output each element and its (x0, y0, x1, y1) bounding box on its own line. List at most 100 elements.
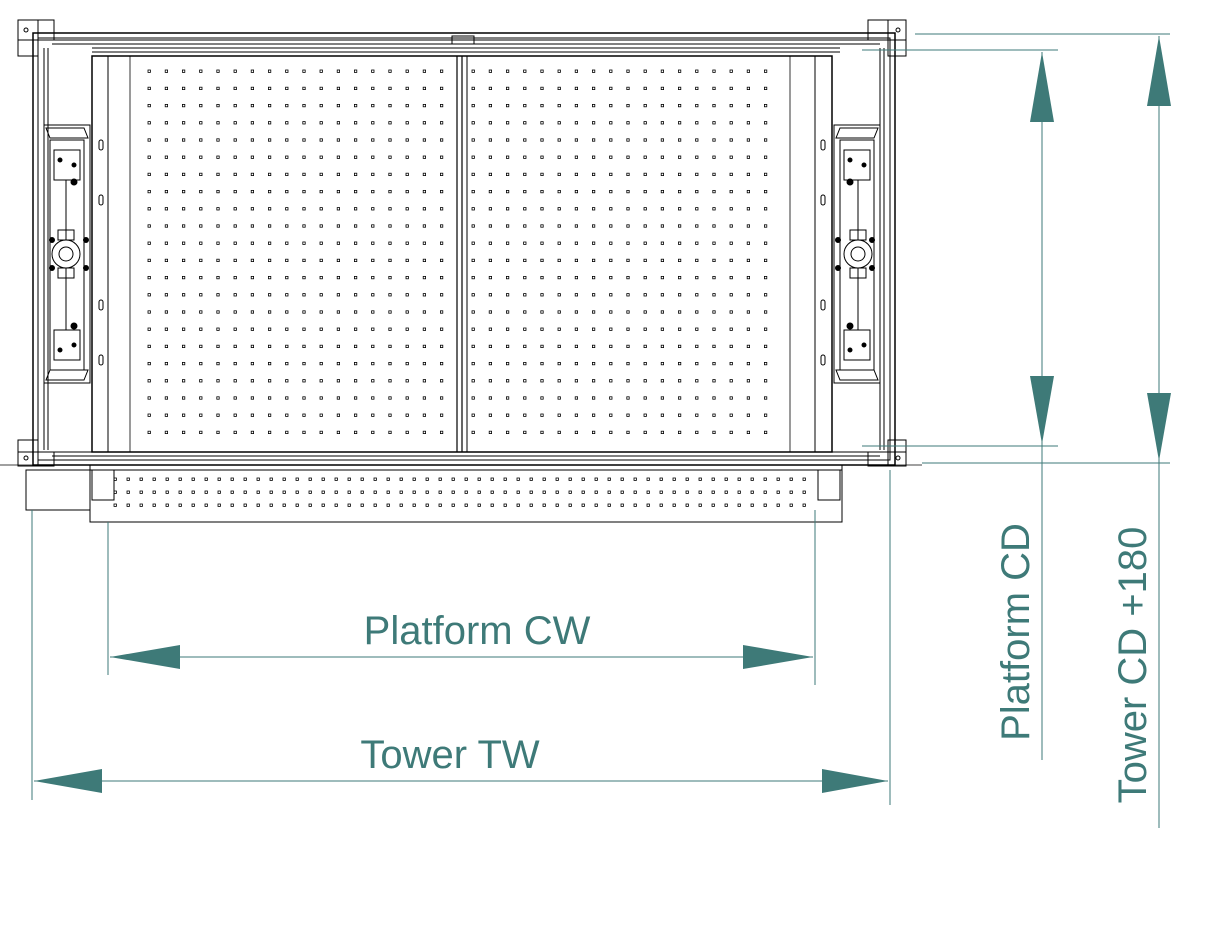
perforation-hole (643, 189, 647, 194)
perforation-hole (488, 155, 493, 159)
perforation-hole (178, 490, 182, 494)
latch-mechanism-right (833, 124, 881, 384)
perforation-hole (181, 138, 186, 142)
perforation-hole (540, 430, 544, 435)
perforation-hole (659, 477, 663, 481)
perforation-hole (216, 189, 220, 194)
perforation-hole (302, 396, 306, 400)
perforation-hole (746, 69, 751, 73)
perforation-hole (685, 490, 689, 494)
perforation-hole (643, 275, 647, 280)
perforation-hole (574, 155, 579, 159)
perforation-hole (282, 503, 286, 507)
perforation-hole (405, 207, 409, 211)
perforation-hole (516, 503, 520, 507)
perforation-hole (712, 86, 716, 90)
perforation-hole (503, 503, 507, 507)
perforation-hole (729, 172, 733, 176)
perforation-hole (233, 379, 237, 383)
dimension-tower-cd: Tower CD +180 (1111, 36, 1171, 828)
perforation-hole (672, 503, 676, 507)
perforation-hole (373, 490, 377, 494)
perforation-hole (147, 224, 151, 228)
perforation-hole (152, 477, 156, 481)
perforation-hole (199, 155, 203, 159)
perforation-hole (729, 430, 733, 435)
perforation-hole (147, 361, 151, 366)
perforation-hole (609, 172, 613, 176)
perforation-hole (607, 490, 611, 494)
perforation-hole (660, 104, 665, 108)
perforation-hole (216, 275, 220, 280)
perforation-hole (660, 293, 665, 297)
perforation-hole (643, 258, 647, 263)
perforation-hole (711, 490, 715, 494)
perforation-hole (488, 293, 493, 297)
perforation-hole (360, 490, 364, 494)
perforation-hole (302, 207, 306, 211)
perforation-hole (336, 344, 341, 349)
perforation-hole (660, 310, 665, 314)
perforation-hole (233, 207, 237, 211)
perforation-hole (695, 430, 699, 435)
perforation-hole (505, 361, 510, 366)
perforation-hole (802, 503, 806, 507)
perforation-hole (181, 379, 186, 383)
perforation-hole (581, 503, 585, 507)
perforation-hole (439, 361, 444, 366)
perforation-hole (285, 189, 289, 194)
perforation-hole (216, 430, 220, 435)
perforation-hole (712, 379, 716, 383)
platform-cw-label: Platform CW (364, 609, 591, 653)
perforation-hole (568, 490, 572, 494)
perforation-hole (217, 490, 221, 494)
perforation-hole (139, 490, 143, 494)
perforation-hole (746, 379, 751, 383)
perforation-hole (729, 104, 733, 108)
perforation-hole (660, 275, 665, 280)
perforation-hole (471, 258, 475, 263)
perforation-hole (147, 104, 151, 108)
perforation-hole (285, 310, 289, 314)
perforation-hole (439, 224, 444, 228)
perforation-hole (353, 86, 358, 90)
perforation-hole (233, 189, 237, 194)
perforation-hole (609, 327, 613, 331)
perforation-hole (319, 258, 323, 263)
dimension-tower-tw: Tower TW (34, 733, 888, 793)
perforation-hole (763, 490, 767, 494)
perforation-hole (126, 477, 130, 481)
perforation-hole (633, 503, 637, 507)
perforation-hole (505, 430, 510, 435)
perforation-hole (285, 155, 289, 159)
perforation-hole (764, 379, 768, 383)
perforation-hole (646, 503, 650, 507)
perforation-hole (574, 275, 579, 280)
perforation-hole (523, 430, 527, 435)
perforation-hole (557, 172, 561, 176)
perforation-hole (319, 207, 323, 211)
perforation-hole (471, 224, 475, 228)
perforation-hole (592, 121, 596, 125)
perforation-hole (678, 430, 682, 435)
perforation-hole (557, 258, 561, 263)
perforation-hole (152, 503, 156, 507)
perforation-hole (164, 86, 168, 90)
perforation-hole (233, 275, 237, 280)
perforation-hole (764, 86, 768, 90)
perforation-hole (388, 224, 392, 228)
perforation-hole (523, 104, 527, 108)
perforation-hole (147, 275, 151, 280)
perforation-hole (371, 86, 375, 90)
perforation-hole (540, 224, 544, 228)
perforation-hole (388, 207, 392, 211)
perforation-hole (405, 121, 409, 125)
perforation-hole (609, 121, 613, 125)
perforation-hole (216, 310, 220, 314)
perforation-hole (678, 224, 682, 228)
perforation-hole (678, 189, 682, 194)
perforation-hole (250, 224, 254, 228)
perforation-hole (592, 361, 596, 366)
perforation-hole (422, 379, 427, 383)
perforation-hole (371, 258, 375, 263)
